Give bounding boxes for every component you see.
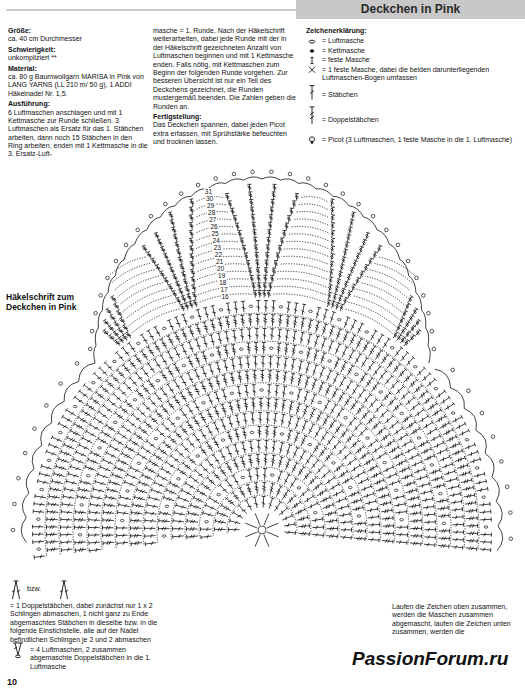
chain-symbol [309, 40, 315, 43]
stitch-symbol [310, 107, 315, 124]
section-heading: Material: [8, 65, 148, 73]
round-number: 18 [218, 279, 227, 286]
chart-note: Laufen die Zeichen oben zusammen, werden… [392, 603, 518, 637]
section-heading: Schwierigkeit: [8, 46, 148, 54]
slip-stitch-symbol [310, 50, 314, 52]
section-heading: Fertigstellung: [153, 113, 298, 121]
stitch-symbol [13, 643, 23, 655]
round-number: 27 [208, 216, 217, 223]
legend-text: = Picot (3 Luftmaschen, 1 feste Masche i… [322, 136, 518, 144]
section-heading: Ausführung: [8, 100, 148, 108]
legend-text: = 1 Doppelstäbchen, dabei zunächst nur 1… [10, 602, 170, 644]
round-number: 23 [213, 244, 222, 251]
body-text: unkompliziert ** [8, 54, 148, 62]
legend-text: = feste Masche [322, 56, 518, 64]
page-number: 10 [7, 677, 27, 688]
stitch-symbol [309, 67, 315, 73]
chain-symbol [16, 655, 21, 658]
legend-symbols [12, 40, 315, 658]
legend-text: = Stäbchen [322, 91, 518, 99]
body-text: ca. 40 cm Durchmesser [8, 35, 148, 43]
legend-text: = 4 Luftmaschen, 2 zusammen abgemaschte … [30, 646, 162, 671]
round-number: 19 [217, 272, 226, 279]
round-number: 25 [211, 230, 220, 237]
connector-word: bzw. [27, 585, 57, 593]
crochet-chart [11, 170, 512, 559]
watermark: PassionForum.ru [352, 648, 522, 671]
round-number: 16 [221, 293, 230, 300]
round-number: 22 [214, 251, 223, 258]
section-heading: Größe: [8, 27, 148, 35]
chain-loops [11, 170, 512, 550]
chart-heading: Häkelschrift zum Deckchen in Pink [6, 292, 101, 312]
stitch-symbol [311, 57, 314, 63]
stitch-symbol [12, 581, 20, 599]
round-number: 17 [219, 286, 228, 293]
legend-heading: Zeichenerklärung: [306, 27, 506, 35]
round-number: 28 [207, 209, 216, 216]
stitch-strokes [21, 177, 503, 559]
stitch-symbol [60, 581, 68, 599]
stitch-symbol [310, 86, 315, 100]
legend-text: = Doppelstäbchen [322, 116, 518, 124]
body-text: masche = 1. Runde. Nach der Häkelschrift… [153, 27, 298, 111]
legend-text: = Kettmasche [322, 47, 518, 55]
header-rule [6, 10, 296, 11]
picot-symbol [311, 142, 313, 144]
round-number: 31 [204, 188, 213, 195]
round-number: 26 [209, 223, 218, 230]
legend-text: = 1 feste Masche, dabei die beiden darun… [322, 66, 518, 83]
legend-text: = Luftmasche [322, 37, 518, 45]
body-text: ca. 80 g Baumwollgarn MARISA in Pink von… [8, 73, 148, 98]
round-number: 30 [205, 195, 214, 202]
chain-arcs [45, 197, 479, 557]
body-text: Das Deckchen spannen, dabei jeden Picot … [153, 121, 298, 146]
picot-symbol [310, 137, 315, 142]
page-header: Deckchen in Pink [296, 0, 525, 19]
body-text: 6 Luftmaschen anschlagen und mit 1 Kettm… [8, 109, 148, 159]
round-number: 21 [215, 258, 224, 265]
round-number: 29 [206, 202, 215, 209]
round-number: 20 [216, 265, 225, 272]
round-number: 24 [212, 237, 221, 244]
